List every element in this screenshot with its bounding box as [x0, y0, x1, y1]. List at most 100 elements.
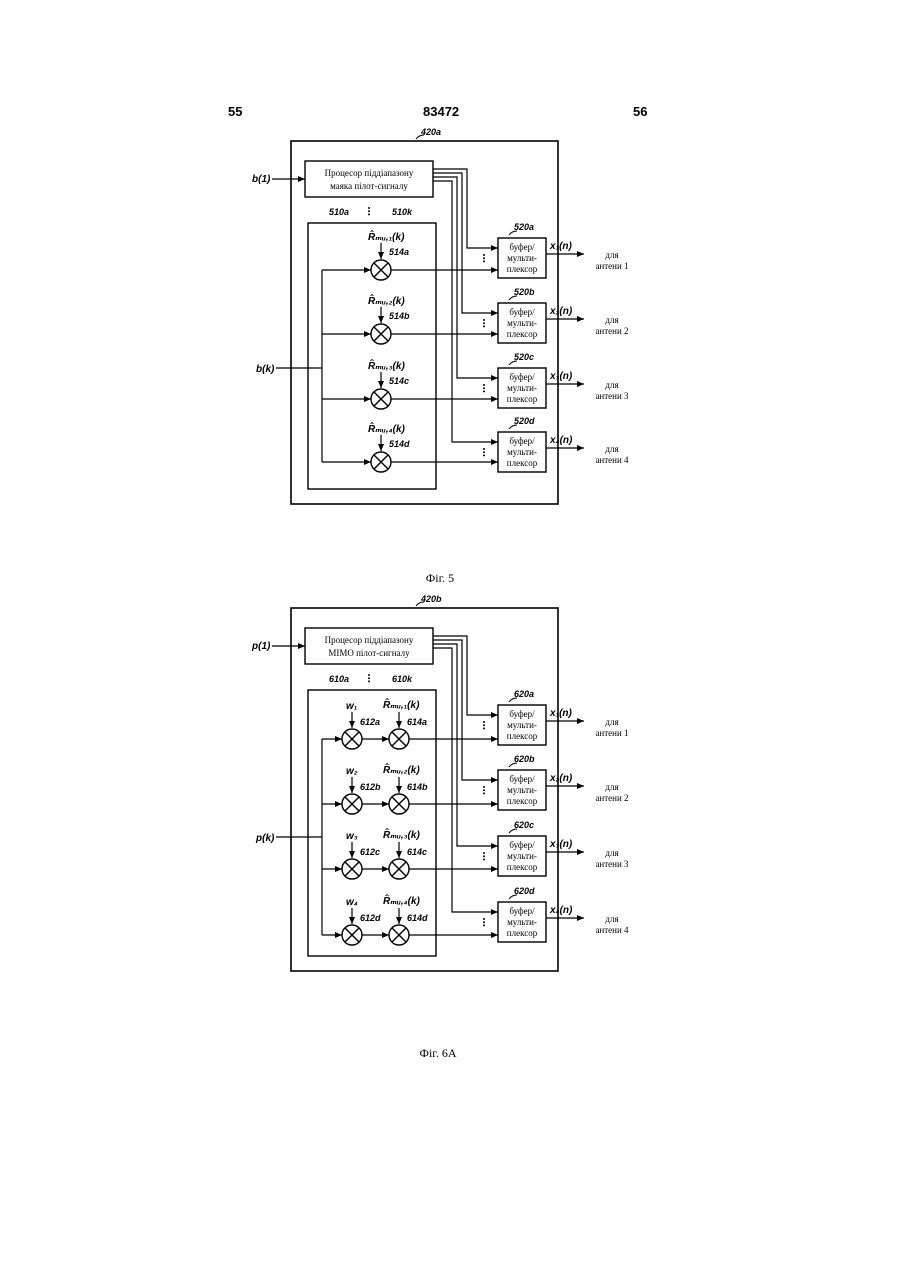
antenna-label-line1: для [605, 444, 618, 454]
group-ref-right: 510k [392, 207, 413, 217]
group-ellipsis-dot [368, 207, 370, 209]
processor-label-line1: Процесор піддіапазону [325, 168, 414, 178]
walsh-multiplier-ref: 612c [360, 847, 380, 857]
antenna-label-line2: антени 2 [595, 793, 628, 803]
buffer-label-line1: буфер/ [509, 436, 535, 446]
buffer-label-line3: плексор [507, 264, 538, 274]
mimo-row-4: w₄612dR̂ₘᵤ,₄(k)614d [322, 894, 498, 945]
antenna-label-line1: для [605, 717, 618, 727]
group-ref-right: 610k [392, 674, 413, 684]
group-ellipsis-dot [368, 674, 370, 676]
buffer-label-line2: мульти- [507, 785, 537, 795]
walsh-multiplier-ref: 612a [360, 717, 380, 727]
ellipsis-dot [483, 786, 485, 788]
figure-5: 420aПроцесор піддіапазонумаяка пілот-сиг… [252, 127, 629, 585]
multiplier-ref: 514d [389, 439, 410, 449]
multiplier-1 [371, 260, 391, 280]
buffer-label-line3: плексор [507, 928, 538, 938]
figure-6a: 420bПроцесор піддіапазонуMIMO пілот-сигн… [251, 594, 629, 1060]
weight-multiplier-2 [342, 794, 362, 814]
ellipsis-dot [483, 451, 485, 453]
ellipsis-dot [483, 260, 485, 262]
steering-multiplier-3 [389, 859, 409, 879]
weight-multiplier-1 [342, 729, 362, 749]
steering-multiplier-ref: 614a [407, 717, 427, 727]
output-signal-label: x₂(n) [549, 306, 573, 317]
multiplier-ref: 514b [389, 311, 410, 321]
group-ellipsis-dot [368, 677, 370, 679]
ellipsis-dot [483, 858, 485, 860]
weight-label: R̂ₘᵤ,₃(k) [368, 359, 405, 372]
pilot-feed-line [433, 177, 498, 378]
processor-label-line2: маяка пілот-сигналу [330, 181, 408, 191]
buffer-label-line1: буфер/ [509, 774, 535, 784]
mimo-row-1: w₁612aR̂ₘᵤ,₁(k) 614a [322, 698, 498, 749]
ellipsis-dot [483, 727, 485, 729]
buffer-label-line1: буфер/ [509, 307, 535, 317]
ellipsis-dot [483, 319, 485, 321]
output-signal-label: x₂(n) [549, 773, 573, 784]
group-ellipsis-dot [368, 210, 370, 212]
walsh-label: w₄ [346, 897, 358, 908]
buffer-label-line2: мульти- [507, 318, 537, 328]
pilot-feed-line [433, 644, 498, 846]
ellipsis-dot [483, 454, 485, 456]
ellipsis-dot [483, 448, 485, 450]
pilot-feed-line [433, 173, 498, 313]
ellipsis-dot [483, 855, 485, 857]
ellipsis-dot [483, 387, 485, 389]
weight-row-4: R̂ₘᵤ,₄(k)514d [322, 422, 498, 472]
multiplier-4 [371, 452, 391, 472]
antenna-label-line2: антени 2 [595, 326, 628, 336]
antenna-label-line1: для [605, 380, 618, 390]
antenna-label-line2: антени 1 [595, 261, 628, 271]
ellipsis-dot [483, 852, 485, 854]
buffer-label-line2: мульти- [507, 720, 537, 730]
antenna-label-line2: антени 3 [595, 391, 629, 401]
ellipsis-dot [483, 325, 485, 327]
steering-multiplier-ref: 614c [407, 847, 427, 857]
buffer-label-line3: плексор [507, 731, 538, 741]
buffer-label-line2: мульти- [507, 917, 537, 927]
antenna-label-line2: антени 1 [595, 728, 628, 738]
buffer-ref: 620c [514, 820, 534, 830]
weight-label: R̂ₘᵤ,₂(k) [368, 294, 405, 307]
weight-multiplier-3 [342, 859, 362, 879]
walsh-label: w₂ [346, 766, 358, 777]
walsh-label: w₁ [346, 701, 358, 712]
output-signal-label: x₄(n) [549, 435, 573, 446]
steering-multiplier-2 [389, 794, 409, 814]
ellipsis-dot [483, 721, 485, 723]
weight-row-1: R̂ₘᵤ,₁(k)514a [322, 230, 498, 280]
pilot-feed-line [433, 181, 498, 442]
figure-caption: Фіг. 5 [426, 571, 454, 585]
multiplier-2 [371, 324, 391, 344]
antenna-label-line1: для [605, 914, 618, 924]
multiplier-3 [371, 389, 391, 409]
antenna-label-line1: для [605, 315, 618, 325]
buffer-label-line3: плексор [507, 796, 538, 806]
output-signal-label: x₃(n) [549, 839, 573, 850]
buffer-label-line2: мульти- [507, 383, 537, 393]
group-ref-left: 610a [329, 674, 349, 684]
buffer-label-line2: мульти- [507, 447, 537, 457]
subband-group-box [308, 223, 436, 489]
ellipsis-dot [483, 390, 485, 392]
output-signal-label: x₃(n) [549, 371, 573, 382]
output-signal-label: x₁(n) [549, 241, 573, 252]
output-signal-label: x₁(n) [549, 708, 573, 719]
subband-processor-block [305, 628, 433, 664]
walsh-multiplier-ref: 612d [360, 913, 381, 923]
buffer-ref: 620a [514, 689, 534, 699]
steering-label: R̂ₘᵤ,₁(k) [383, 698, 420, 711]
steering-label: R̂ₘᵤ,₄(k) [383, 894, 421, 907]
mimo-row-2: w₂612bR̂ₘᵤ,₂(k)614b [322, 763, 498, 814]
ellipsis-dot [483, 789, 485, 791]
buffer-label-line1: буфер/ [509, 372, 535, 382]
ellipsis-dot [483, 384, 485, 386]
pilot-feed-line [433, 640, 498, 780]
antenna-label-line2: антени 3 [595, 859, 629, 869]
buffer-label-line2: мульти- [507, 253, 537, 263]
buffer-ref: 520d [514, 416, 535, 426]
